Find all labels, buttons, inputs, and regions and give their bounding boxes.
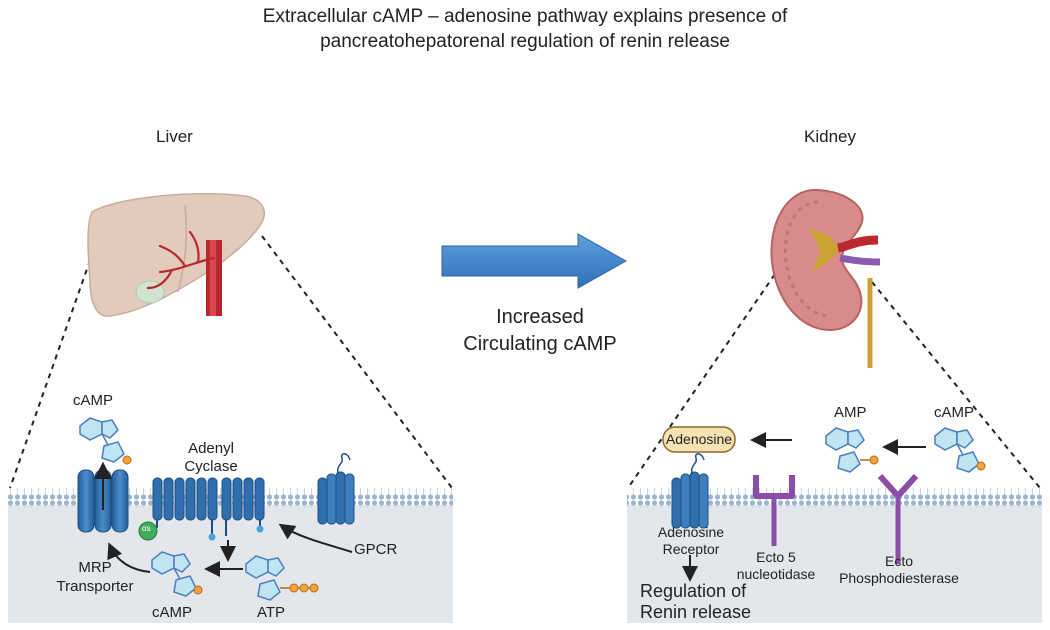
mrp-label-line-2: Transporter [56, 578, 134, 595]
mrp-transporter-label: MRP Transporter [40, 558, 150, 596]
ecto-phosphodiesterase-label: Ecto Phosphodiesterase [834, 553, 964, 587]
liver-heading: Liver [156, 127, 193, 146]
camp-label-kidney: cAMP [934, 404, 975, 421]
ecto5-label-line-2: nucleotidase [736, 566, 816, 582]
ecto-phosphodiesterase [877, 473, 919, 564]
camp-label-liver-top: cAMP [73, 392, 114, 409]
adenosine-box [662, 426, 736, 453]
amp-label: AMP [834, 404, 867, 421]
adenosine-receptor-label: Adenosine Receptor [646, 524, 736, 558]
renin-regulation-label: Regulation of Renin release [640, 581, 751, 623]
liver-organ-icon [87, 192, 266, 317]
liver-zoom-line-left [9, 231, 101, 489]
pde-label-line-1: Ecto [884, 553, 913, 569]
ecto5-label-line-1: Ecto 5 [756, 549, 796, 565]
receptor-label-line-1: Adenosine [657, 524, 725, 540]
adenyl-cyclase-label-line-1: Adenyl [188, 440, 234, 457]
atp-label: ATP [257, 604, 286, 621]
ecto-5-nucleotidase-label: Ecto 5 nucleotidase [734, 549, 818, 583]
atp-molecule [245, 555, 319, 601]
camp-molecule-kidney [934, 427, 986, 473]
pde-label-line-2: Phosphodiesterase [839, 570, 959, 586]
camp-molecule-liver-top [79, 417, 132, 465]
adenyl-cyclase [152, 477, 265, 541]
circulating-camp-arrow [441, 233, 628, 289]
camp-to-mrp-arrow [107, 542, 151, 573]
camp-molecule-liver-bottom [151, 551, 203, 597]
ecto-5-nucleotidase [753, 475, 795, 546]
kidney-organ-icon [770, 188, 881, 368]
mrp-label-line-1: MRP [78, 559, 112, 576]
renin-label-line-1: Regulation of [640, 581, 747, 601]
gpcr-label: GPCR [354, 541, 398, 558]
receptor-label-line-2: Receptor [662, 541, 720, 557]
adenyl-cyclase-label: Adenyl Cyclase [176, 440, 246, 476]
title-line-2: pancreatohepatorenal regulation of renin… [320, 31, 730, 52]
adenosine-box-label: Adenosine [665, 431, 733, 447]
title-line-1: Extracellular cAMP – adenosine pathway e… [262, 6, 788, 27]
camp-label-liver-bottom: cAMP [152, 604, 193, 621]
increased-label: Increased [496, 306, 584, 328]
kidney-zoom-line-right [871, 281, 1041, 489]
circulating-camp-label: Circulating cAMP [463, 333, 617, 355]
adenosine-receptor [671, 453, 709, 529]
kidney-heading: Kidney [804, 127, 856, 146]
gpcr-to-ac-arrow [278, 523, 353, 553]
renin-label-line-2: Renin release [640, 602, 752, 622]
g-alpha-s-protein [138, 521, 158, 541]
gpcr-receptor [317, 453, 355, 525]
liver-zoom-line-right [261, 235, 453, 489]
adenyl-cyclase-label-line-2: Cyclase [184, 458, 238, 475]
mrp-transporter [77, 461, 129, 533]
g-alpha-s-label: αs [142, 524, 151, 533]
kidney-zoom-line-left [627, 257, 787, 489]
amp-molecule [825, 427, 879, 473]
kidney-membrane [627, 488, 1042, 508]
